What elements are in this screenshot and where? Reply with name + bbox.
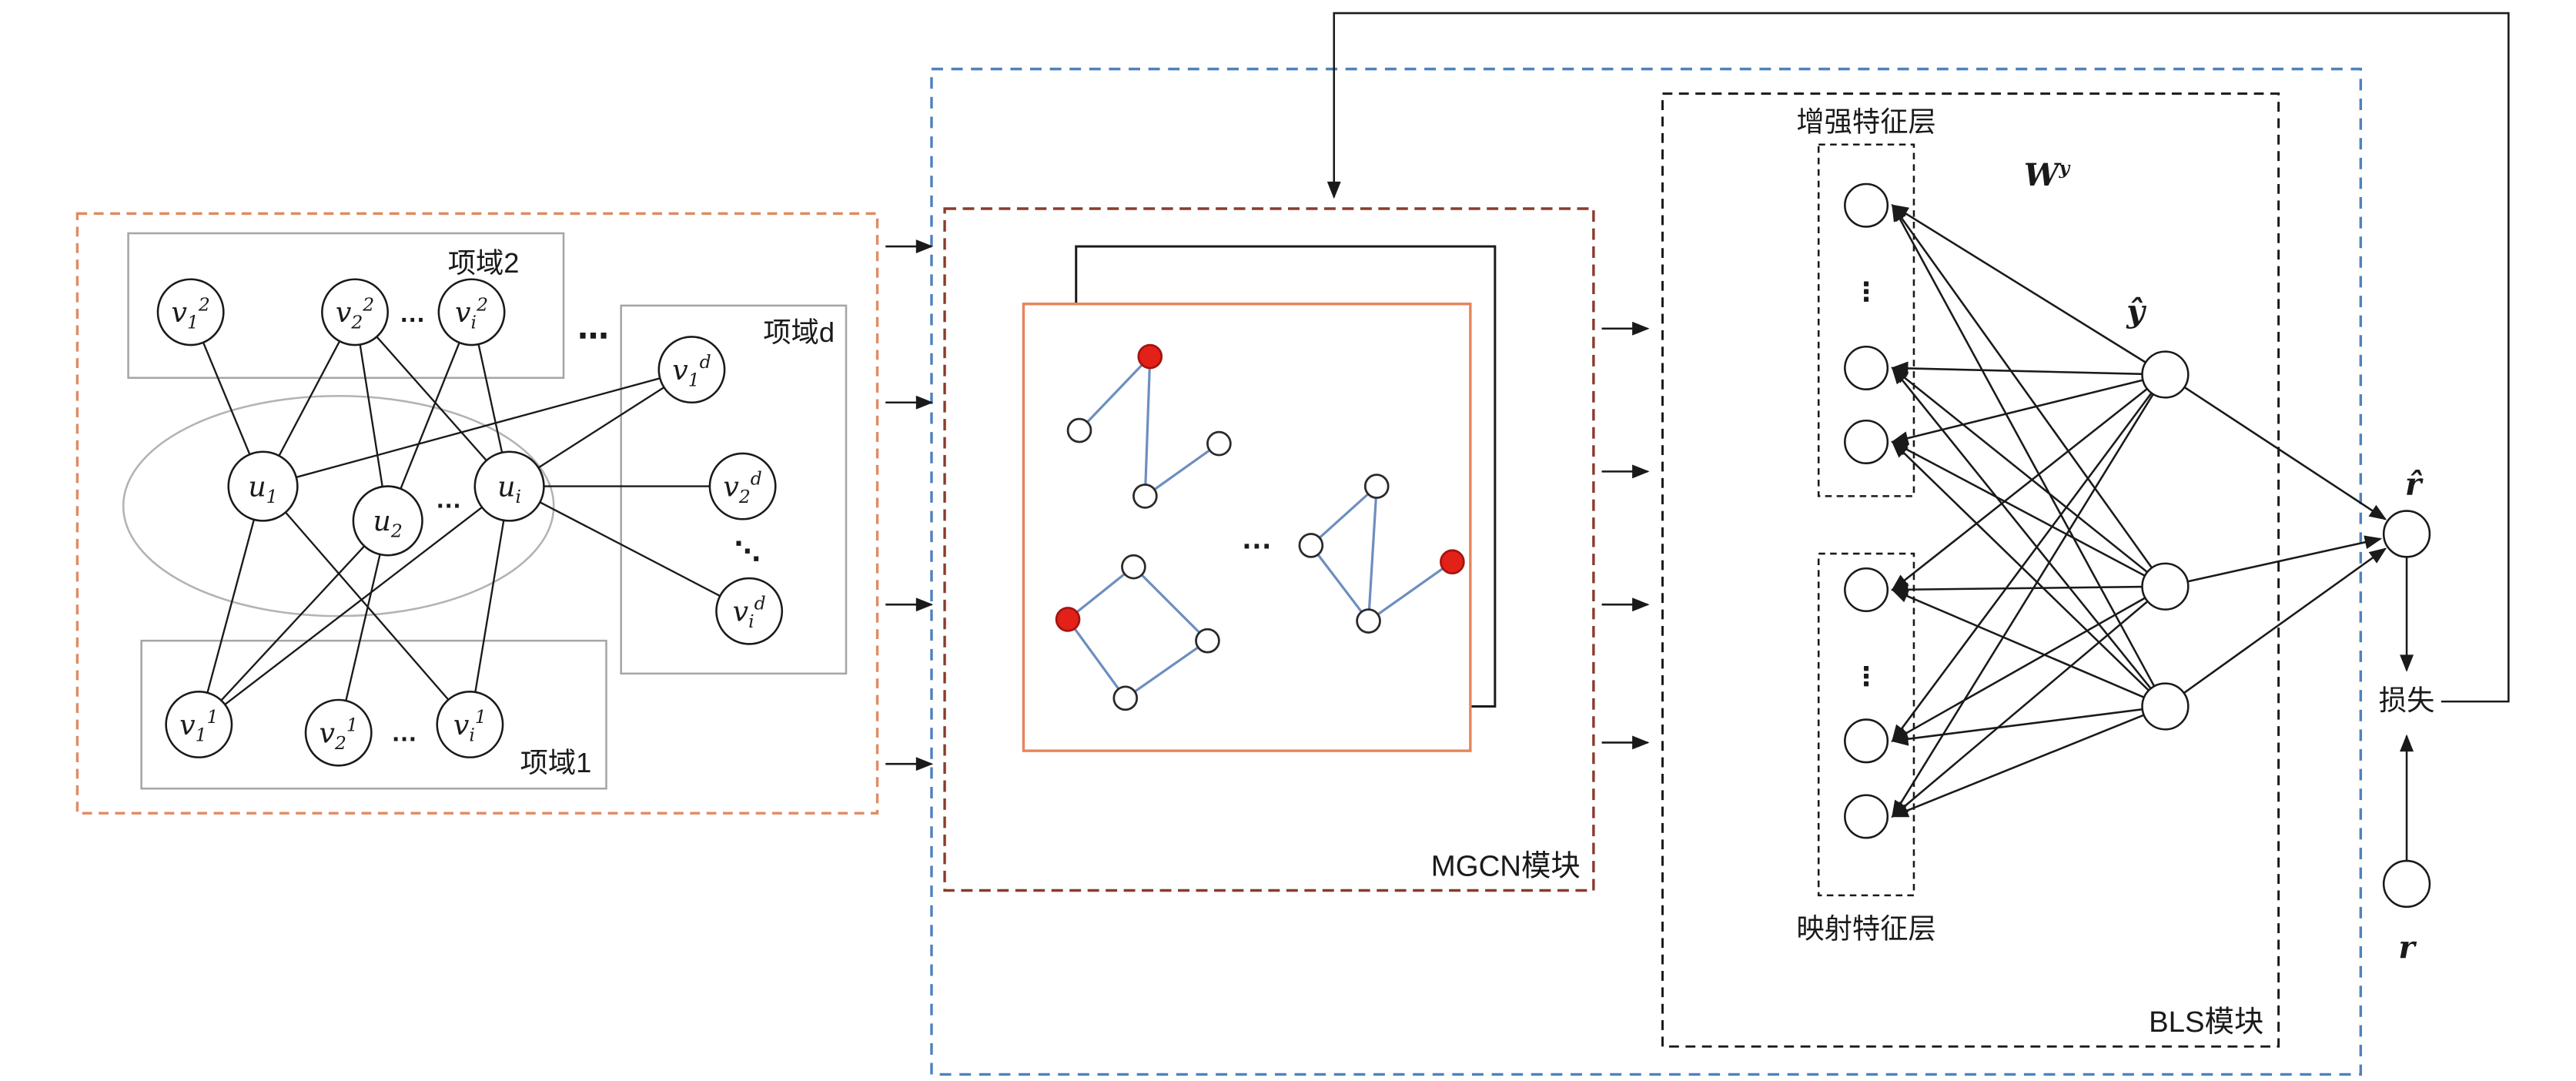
users-ellipsis: … bbox=[436, 484, 462, 514]
item-node-v2-2 bbox=[321, 278, 389, 346]
input-graph-panel: v12 v22 vi2 v1d v2d vid u1 u2 ui v11 v21… bbox=[75, 212, 879, 815]
user-node-u1-label: u1 bbox=[248, 470, 277, 507]
item-node-v1-1-label: v11 bbox=[179, 706, 218, 745]
subgraphs-ellipsis: … bbox=[1241, 520, 1273, 556]
input-to-mgcn-arrows bbox=[885, 239, 934, 771]
r-hat-node bbox=[2382, 510, 2431, 558]
subgraph-c-node bbox=[1298, 533, 1324, 558]
bls-connection-arrows bbox=[1890, 203, 2166, 818]
item-node-vi-2-label: vi2 bbox=[455, 293, 488, 333]
item-node-vi-1-label: vi1 bbox=[453, 706, 487, 745]
subgraph-a-node bbox=[1132, 484, 1158, 509]
item-node-vi-d-label: vid bbox=[733, 593, 766, 632]
mgcn-front-frame bbox=[1022, 303, 1472, 752]
r-label: r bbox=[2398, 929, 2417, 966]
domain-d-items-ellipsis: ⋱ bbox=[734, 537, 761, 567]
item-node-v2-1 bbox=[304, 698, 373, 767]
subgraph-a-node bbox=[1066, 417, 1092, 443]
enhancement-node-3 bbox=[1844, 419, 1889, 464]
r-hat-label: r̂ bbox=[2405, 465, 2424, 502]
bls-to-prediction-arrows bbox=[2164, 373, 2387, 708]
input-panel-border bbox=[75, 212, 879, 815]
item-node-v1-1 bbox=[165, 691, 233, 758]
mgcn-to-bls-arrows bbox=[1601, 321, 1650, 750]
domain1-label: 项域1 bbox=[520, 747, 592, 778]
item-node-v1-2 bbox=[156, 278, 225, 346]
enhancement-layer-box bbox=[1817, 143, 1915, 497]
output-node-3 bbox=[2141, 682, 2190, 731]
subgraph-c-node bbox=[1356, 608, 1381, 634]
loss-feedback-line bbox=[1326, 12, 2510, 703]
domain1-items-ellipsis: … bbox=[391, 718, 417, 747]
subgraph-b-node bbox=[1195, 628, 1220, 654]
item-node-v1-2-label: v12 bbox=[171, 293, 209, 333]
subgraph-a-edges bbox=[1078, 355, 1220, 497]
mapping-node-1 bbox=[1844, 567, 1889, 613]
bls-module-border bbox=[1661, 92, 2280, 1048]
enhancement-nodes-ellipsis: ⋮ bbox=[1853, 277, 1879, 306]
subgraph-b-node bbox=[1112, 685, 1139, 711]
loss-label: 损失 bbox=[2379, 684, 2435, 716]
bls-module: 增强特征层 映射特征层 bbox=[1661, 92, 2387, 1048]
enhancement-node-2 bbox=[1844, 345, 1889, 390]
subgraph-a-red-node bbox=[1137, 343, 1163, 370]
user-node-u1 bbox=[227, 450, 299, 522]
domains-ellipsis: ⋯ bbox=[577, 318, 609, 353]
output-node-1 bbox=[2141, 350, 2190, 399]
user-node-ui bbox=[473, 450, 545, 522]
subgraph-b-node bbox=[1121, 554, 1146, 580]
bls-module-label: BLS模块 bbox=[2149, 1006, 2263, 1039]
item-node-v1-d bbox=[657, 336, 726, 404]
domain-d-label: 项域d bbox=[763, 316, 835, 348]
item-node-v1-d-label: v1d bbox=[672, 351, 711, 390]
item-node-vi-1 bbox=[436, 691, 504, 758]
r-node bbox=[2382, 859, 2431, 909]
subgraph-a-node bbox=[1206, 430, 1232, 457]
domain2-items-ellipsis: … bbox=[400, 299, 426, 328]
y-hat-label: ŷ bbox=[2126, 293, 2146, 330]
mapping-layer-label: 映射特征层 bbox=[1796, 912, 1935, 944]
domain2-label: 项域2 bbox=[448, 247, 520, 279]
subgraph-b-red-node bbox=[1055, 607, 1081, 632]
mapping-node-2 bbox=[1844, 718, 1889, 764]
outer-module-border bbox=[930, 67, 2363, 1076]
user-group-ellipse bbox=[122, 394, 555, 617]
enhancement-layer-label: 增强特征层 bbox=[1796, 106, 1935, 138]
mgcn-module-border bbox=[943, 207, 1595, 892]
item-node-v2-d-label: v2d bbox=[723, 467, 761, 507]
prediction-loss-section: r̂ 损失 r bbox=[2379, 465, 2435, 966]
mapping-nodes-ellipsis: ⋮ bbox=[1853, 662, 1879, 691]
weight-label: Wy bbox=[2024, 156, 2071, 193]
item-node-vi-d bbox=[715, 577, 784, 645]
mapping-layer-box bbox=[1817, 552, 1915, 897]
mgcn-module: … MGCN模块 bbox=[943, 207, 1595, 892]
mapping-node-3 bbox=[1844, 794, 1889, 839]
mgcn-module-label: MGCN模块 bbox=[1431, 849, 1581, 882]
user-node-u2-label: u2 bbox=[373, 504, 403, 542]
item-node-v2-d bbox=[708, 452, 777, 520]
item-node-vi-2 bbox=[437, 278, 506, 346]
user-node-ui-label: ui bbox=[497, 470, 521, 507]
item-node-v2-1-label: v21 bbox=[319, 715, 358, 754]
subgraph-c-red-node bbox=[1440, 549, 1465, 575]
subgraph-b-edges bbox=[1066, 565, 1209, 700]
output-node-2 bbox=[2141, 562, 2190, 611]
user-node-u2 bbox=[352, 485, 423, 557]
subgraph-c-node bbox=[1363, 474, 1390, 499]
item-node-v2-2-label: v22 bbox=[336, 293, 374, 333]
enhancement-node-1 bbox=[1844, 182, 1889, 228]
subgraph-c-edges bbox=[1310, 485, 1454, 622]
